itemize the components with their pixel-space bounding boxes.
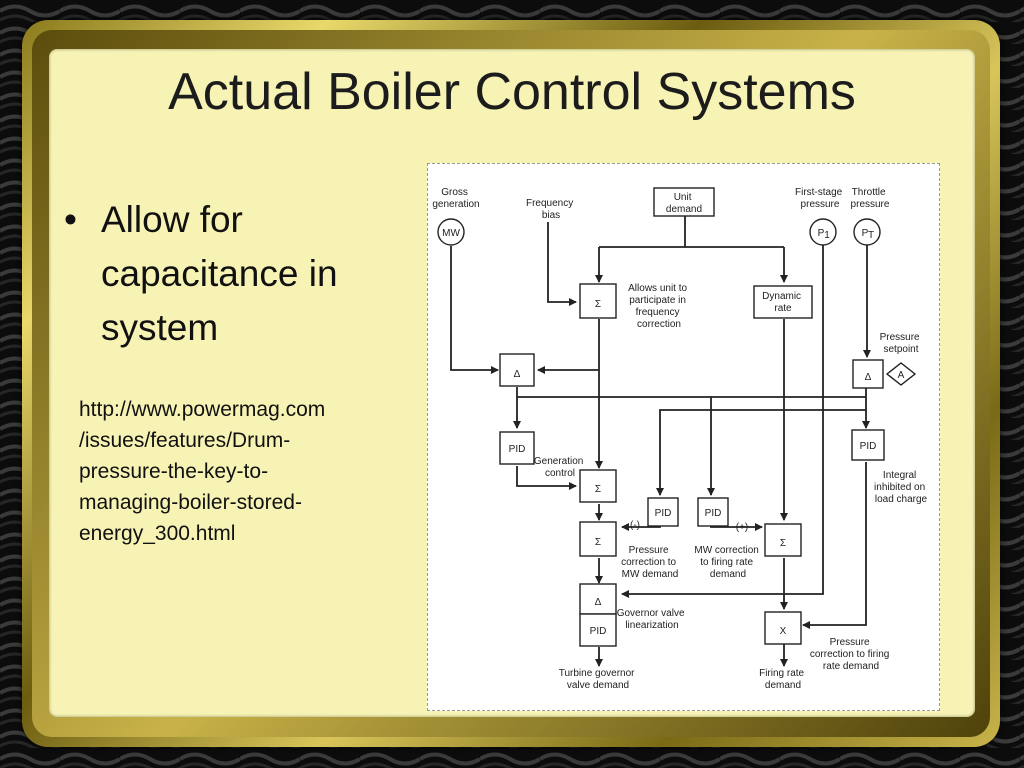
source-url[interactable]: http://www.powermag.com /issues/features… — [79, 394, 379, 549]
pressure-correction-pid: PID — [647, 497, 679, 527]
throttle-pressure-sensor: P T — [853, 218, 881, 246]
svg-text:P: P — [818, 228, 825, 239]
boiler-control-diagram: MW Gross generation Frequency bias Unit … — [427, 163, 940, 711]
frequency-bias-label: Frequency bias — [526, 198, 576, 221]
allows-unit-label: Allows unit to participate in frequency … — [628, 283, 690, 330]
throttle-pressure-label: Throttle pressure — [851, 187, 890, 210]
bullet-text: Allow for capacitance in system — [101, 199, 338, 348]
url-line[interactable]: pressure-the-key-to- — [79, 460, 269, 483]
bullet-marker: • — [64, 199, 77, 240]
svg-text:Δ: Δ — [595, 597, 602, 608]
pressure-correction-firing-label: Pressure correction to firing rate deman… — [810, 637, 892, 672]
url-line[interactable]: managing-boiler-stored- — [79, 491, 302, 514]
mw-correction-pid: PID — [697, 497, 729, 527]
pressure-pid-block: PID — [851, 429, 885, 461]
generation-control-label: Generation control — [534, 456, 586, 479]
dynamic-rate-block: Dynamic rate — [753, 285, 813, 319]
svg-text:Σ: Σ — [595, 537, 601, 548]
svg-text:1: 1 — [824, 230, 830, 241]
svg-text:P: P — [862, 228, 869, 239]
delta-block-generation: Δ — [499, 353, 535, 387]
sum-block-mw-demand: Σ — [579, 521, 617, 557]
plus-sign-label: (+) — [736, 522, 749, 533]
svg-text:Σ: Σ — [595, 484, 601, 495]
minus-sign-label: (-) — [630, 520, 640, 531]
multiplier-block: X — [764, 611, 802, 645]
generation-pid-block: PID — [499, 431, 535, 465]
svg-text:Σ: Σ — [780, 538, 786, 549]
pressure-correction-mw-label: Pressure correction to MW demand — [621, 545, 679, 580]
setpoint-diamond: A — [885, 362, 917, 386]
governor-valve-label: Governor valve linearization — [617, 608, 688, 631]
sum-block-frequency: Σ — [579, 283, 617, 319]
svg-text:PID: PID — [509, 444, 526, 455]
mw-correction-firing-label: MW correction to firing rate demand — [694, 545, 761, 580]
url-line[interactable]: /issues/features/Drum- — [79, 429, 291, 452]
slide-title: Actual Boiler Control Systems — [168, 63, 856, 121]
svg-text:Δ: Δ — [514, 369, 521, 380]
svg-text:Dynamic rate: Dynamic rate — [762, 291, 804, 314]
delta-block-pressure: Δ — [852, 359, 884, 389]
first-stage-pressure-label: First-stage pressure — [795, 187, 845, 210]
sum-block-generation: Σ — [579, 469, 617, 503]
unit-demand-block: Unit demand — [653, 187, 715, 217]
svg-text:PID: PID — [860, 441, 877, 452]
svg-text:PID: PID — [655, 508, 672, 519]
svg-text:PID: PID — [705, 508, 722, 519]
gross-generation-label: Gross generation — [432, 187, 479, 210]
pressure-setpoint-label: Pressure setpoint — [880, 332, 923, 355]
svg-text:X: X — [780, 626, 787, 637]
sum-block-firing-rate: Σ — [764, 523, 802, 557]
url-line[interactable]: energy_300.html — [79, 522, 236, 545]
svg-text:Σ: Σ — [595, 299, 601, 310]
svg-text:Δ: Δ — [865, 372, 872, 383]
governor-delta-block: Δ — [579, 583, 617, 615]
integral-inhibited-label: Integral inhibited on load charge — [874, 470, 928, 505]
governor-pid-block: PID — [579, 613, 617, 647]
firing-rate-demand-label: Firing rate demand — [759, 668, 807, 691]
svg-text:A: A — [898, 370, 905, 381]
svg-text:MW: MW — [442, 228, 460, 239]
svg-text:Unit demand: Unit demand — [666, 192, 702, 215]
first-stage-pressure-sensor: P 1 — [809, 218, 837, 246]
turbine-governor-label: Turbine governor valve demand — [559, 668, 638, 691]
url-line[interactable]: http://www.powermag.com — [79, 398, 326, 421]
svg-text:PID: PID — [590, 626, 607, 637]
gross-generation-sensor: MW — [437, 218, 465, 246]
svg-text:T: T — [868, 230, 874, 241]
